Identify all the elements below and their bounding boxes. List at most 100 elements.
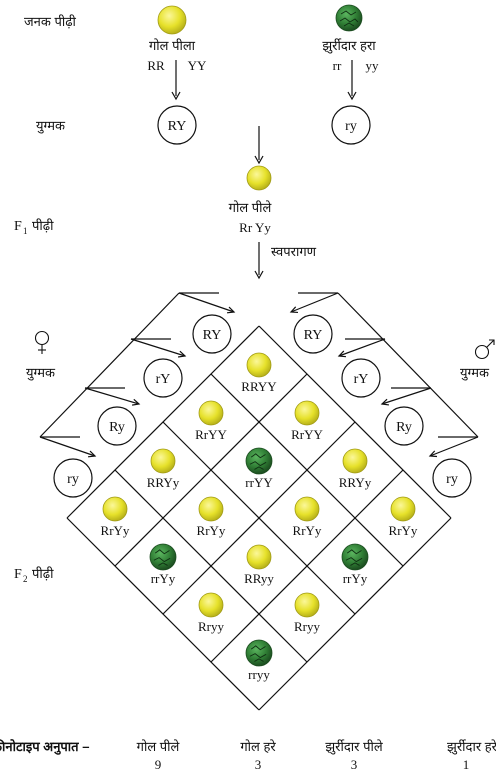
bracket-arrowhead: [380, 398, 390, 406]
grid-cell: RrYY: [195, 400, 227, 442]
f1-genotype: Rr Yy: [239, 220, 271, 235]
grid-cell-label: RRyy: [244, 571, 274, 586]
grid-cell: rrYy: [149, 543, 177, 586]
green-wrinkled-seed-icon: [245, 447, 273, 475]
female-gamete-label: rY: [156, 372, 171, 387]
grid-cell: RRYY: [241, 352, 277, 394]
grid-cell: RRYy: [147, 448, 180, 490]
yellow-round-seed-icon: [198, 400, 224, 426]
green-wrinkled-seed-icon: [341, 543, 369, 571]
female-bracket-spine: [39, 292, 180, 438]
grid-cell: rryy: [245, 639, 273, 682]
grid-cell: rrYy: [341, 543, 369, 586]
gamete-right: ry: [331, 105, 371, 145]
grid-cell: RrYy: [101, 496, 130, 538]
yellow-round-seed-icon: [198, 592, 224, 618]
f2-prefix: F: [14, 567, 22, 582]
grid-line: [258, 517, 452, 711]
yellow-round-seed-icon: [157, 5, 187, 35]
f1-prefix: F: [14, 219, 22, 234]
male-gamete: ry: [432, 458, 472, 498]
gamete-right-label: ry: [345, 119, 357, 134]
grid-cell-label: RRYy: [339, 475, 372, 490]
gamete-circles: RY rY Ry ry RY rY Ry ry: [53, 314, 472, 498]
ratio-name-0: गोल पीले: [137, 739, 180, 754]
gamete-left: RY: [157, 105, 197, 145]
grid-cell: rrYY: [245, 447, 273, 490]
f2-label-text: पीढ़ी: [32, 566, 54, 581]
bracket-line: [381, 387, 432, 405]
bracket-arrowhead: [337, 350, 347, 358]
grid-line: [114, 469, 308, 663]
female-gamete: ry: [53, 458, 93, 498]
bracket-line: [178, 292, 235, 313]
ratio-name-1: गोल हरे: [240, 739, 276, 754]
yellow-round-seed-icon: [246, 544, 272, 570]
male-gamete-label: rY: [354, 372, 369, 387]
bracket-arrowhead: [289, 306, 299, 314]
ratio-item-3: झुर्रीदार हरे 1: [447, 739, 496, 772]
yellow-round-seed-icon: [390, 496, 416, 522]
grid-cell: RrYy: [197, 496, 226, 538]
f1-seed-icon: [246, 165, 272, 191]
grid-cell-label: RrYY: [291, 427, 323, 442]
yellow-round-seed-icon: [198, 496, 224, 522]
yellow-round-seed-icon: [294, 592, 320, 618]
grid-line: [162, 421, 356, 615]
ratio-title: फीनोटाइप अनुपात –: [0, 739, 89, 755]
male-gamete-label: युग्मक: [460, 365, 490, 381]
grid-cell-label: RrYy: [389, 523, 418, 538]
grid-cell-label: rryy: [248, 667, 270, 682]
parent-left-arrowhead: [171, 91, 181, 101]
grid-cell-label: RrYY: [195, 427, 227, 442]
grid-cell-label: Rryy: [294, 619, 321, 634]
male-symbol-icon: [474, 339, 495, 360]
grid-cell-label: RrYy: [197, 523, 226, 538]
female-gamete-label: ry: [67, 472, 79, 487]
female-gamete-label: RY: [203, 328, 222, 343]
grid-cell-label: Rryy: [198, 619, 225, 634]
grid-cell-label: rrYy: [343, 571, 368, 586]
parent-left-name: गोल पीला: [149, 38, 196, 53]
green-wrinkled-seed-icon: [245, 639, 273, 667]
yellow-round-seed-icon: [150, 448, 176, 474]
male-gamete-label: RY: [304, 328, 323, 343]
yellow-round-seed-icon: [294, 400, 320, 426]
parent-left-genotype-a: RR: [147, 58, 165, 73]
fusion-arrowhead: [254, 155, 264, 165]
ratio-item-1: गोल हरे 3: [240, 739, 276, 772]
ratio-name-3: झुर्रीदार हरे: [447, 739, 496, 755]
parent-right-name: झुर्रीदार हरा: [322, 38, 376, 54]
ratio-item-2: झुर्रीदार पीले 3: [325, 739, 382, 772]
grid-cell-label: RrYy: [101, 523, 130, 538]
f2-generation-label: F 2 पीढ़ी: [14, 566, 54, 584]
grid-cell: RrYy: [293, 496, 322, 538]
yellow-round-seed-icon: [246, 352, 272, 378]
bracket-line: [84, 387, 140, 405]
female-gamete-label: Ry: [109, 420, 125, 435]
female-gamete: rY: [143, 358, 183, 398]
grid-cell: RrYY: [291, 400, 323, 442]
green-wrinkled-seed-icon: [149, 543, 177, 571]
ratio-item-0: गोल पीले 9: [137, 739, 180, 772]
yellow-round-seed-icon: [102, 496, 128, 522]
bracket-arrowhead: [428, 450, 438, 458]
bracket-line: [338, 338, 386, 357]
bracket-arrowhead: [226, 306, 236, 314]
male-gamete-label: Ry: [396, 420, 412, 435]
ratio-value-1: 3: [255, 757, 262, 772]
grid-cell: RRyy: [244, 544, 274, 586]
gamete-brackets: [39, 292, 479, 458]
grid-cell-label: RRYY: [241, 379, 277, 394]
male-gamete: Ry: [384, 406, 424, 446]
ratio-name-2: झुर्रीदार पीले: [325, 739, 382, 755]
female-gamete: Ry: [97, 406, 137, 446]
grid-cell-label: rrYy: [151, 571, 176, 586]
gamete-left-label: RY: [168, 119, 187, 134]
male-gamete: rY: [341, 358, 381, 398]
grid-cell-label: RRYy: [147, 475, 180, 490]
grid-cell: Rryy: [294, 592, 321, 634]
parent-right-genotype-b: yy: [366, 58, 380, 73]
